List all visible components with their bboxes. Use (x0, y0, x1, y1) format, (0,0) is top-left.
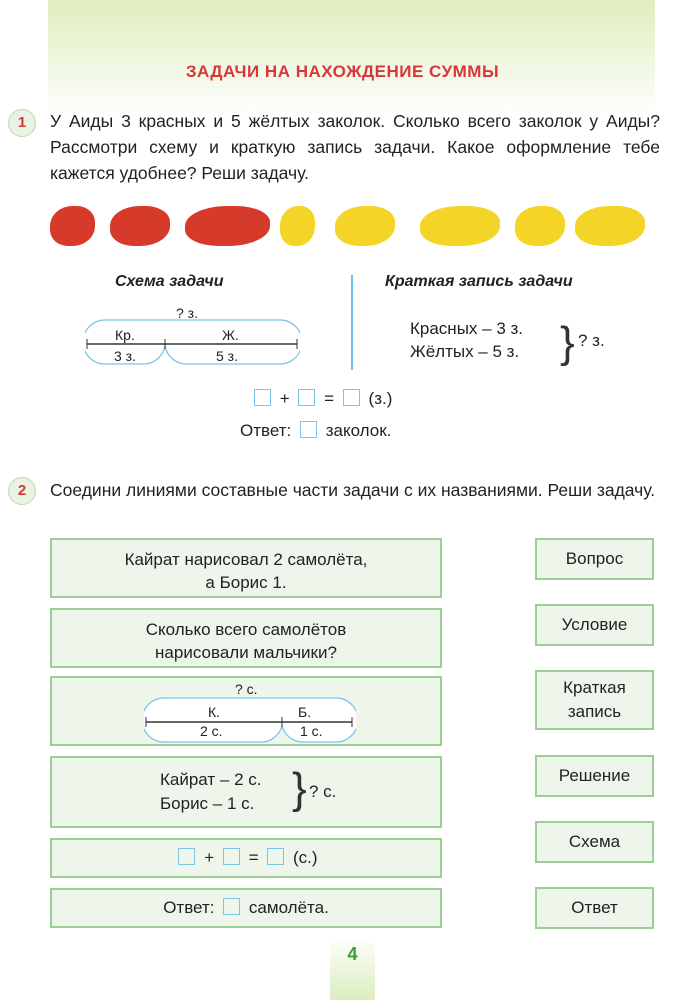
task-number-1: 1 (8, 109, 36, 137)
unit: (с.) (293, 848, 318, 867)
page-title: ЗАДАЧИ НА НАХОЖДЕНИЕ СУММЫ (185, 62, 500, 81)
name-answer[interactable]: Ответ (535, 887, 654, 929)
part-solution-box[interactable]: + = (с.) (50, 838, 442, 878)
short-line-2: Борис – 1 с. (160, 794, 255, 813)
short-total: ? с. (309, 782, 337, 801)
page-number: 4 (347, 944, 358, 964)
scheme-total: ? з. (176, 305, 198, 321)
name-scheme[interactable]: Схема (535, 821, 654, 863)
part-short-record-box[interactable]: Кайрат – 2 с. Борис – 1 с. } ? с. (50, 756, 442, 828)
short-line-1: Красных – 3 з. (410, 319, 524, 338)
scheme-part1-value: 3 з. (114, 348, 136, 364)
answer-prefix: Ответ: (163, 898, 215, 917)
plus: + (204, 848, 215, 867)
answer-suffix: заколок. (325, 421, 392, 440)
answer-suffix: самолёта. (248, 898, 329, 917)
task-1-equation: + = (з.) (250, 389, 392, 409)
divider (351, 275, 353, 370)
answer-box[interactable] (342, 389, 360, 406)
scheme-part2-value: 1 с. (300, 723, 323, 739)
yellow-clip-icon (420, 206, 500, 246)
scheme-heading: Схема задачи (115, 273, 224, 290)
answer-box[interactable] (222, 848, 240, 865)
plus: + (279, 389, 290, 408)
answer-box[interactable] (299, 421, 317, 438)
short-line-1: Кайрат – 2 с. (160, 770, 262, 789)
name-short-record[interactable]: Краткая запись (535, 670, 654, 730)
red-clip-icon (185, 206, 270, 246)
yellow-clip-icon (575, 206, 645, 246)
scheme-part1-value: 2 с. (200, 723, 223, 739)
answer-box[interactable] (267, 848, 285, 865)
scheme-part2-label: Ж. (222, 327, 239, 343)
footer-band (330, 935, 375, 1000)
scheme-part2-value: 5 з. (216, 348, 238, 364)
answer-box[interactable] (223, 898, 241, 915)
answer-box[interactable] (254, 389, 271, 406)
answer-prefix: Ответ: (240, 421, 292, 440)
part-answer-box[interactable]: Ответ: самолёта. (50, 888, 442, 928)
hair-clips-illustration (50, 198, 645, 258)
header-band (48, 0, 655, 120)
name-condition[interactable]: Условие (535, 604, 654, 646)
yellow-clip-icon (280, 206, 315, 246)
task-1-scheme (85, 319, 300, 365)
scheme-part1-label: К. (208, 704, 221, 720)
unit: (з.) (368, 389, 393, 408)
part-question-box[interactable]: Сколько всего самолётов нарисовали мальч… (50, 608, 442, 668)
scheme-part1-label: Кр. (115, 327, 135, 343)
equals: = (248, 848, 259, 867)
short-total: ? з. (578, 331, 605, 350)
red-clip-icon (110, 206, 170, 246)
answer-box[interactable] (298, 389, 316, 406)
scheme-total: ? с. (235, 681, 258, 697)
red-clip-icon (50, 206, 95, 246)
scheme-part2-label: Б. (298, 704, 312, 720)
name-solution[interactable]: Решение (535, 755, 654, 797)
short-record-heading: Краткая запись задачи (385, 273, 573, 290)
brace-icon: } (560, 318, 575, 367)
answer-box[interactable] (178, 848, 196, 865)
brace-icon: } (292, 764, 307, 813)
task-1-text: У Аиды 3 красных и 5 жёлтых заколок. Ско… (50, 111, 660, 183)
equals: = (324, 389, 335, 408)
name-question[interactable]: Вопрос (535, 538, 654, 580)
yellow-clip-icon (515, 206, 565, 246)
short-line-2: Жёлтых – 5 з. (410, 342, 520, 361)
task-2-text: Соедини линиями составные части задачи с… (50, 480, 656, 500)
task-1-answer: Ответ: заколок. (240, 421, 391, 441)
part-condition-box[interactable]: Кайрат нарисовал 2 самолёта, а Борис 1. (50, 538, 442, 598)
task-2-scheme (144, 697, 356, 743)
task-number-2: 2 (8, 477, 36, 505)
part-scheme-box[interactable]: ? с. К. Б. (50, 676, 442, 746)
yellow-clip-icon (335, 206, 395, 246)
